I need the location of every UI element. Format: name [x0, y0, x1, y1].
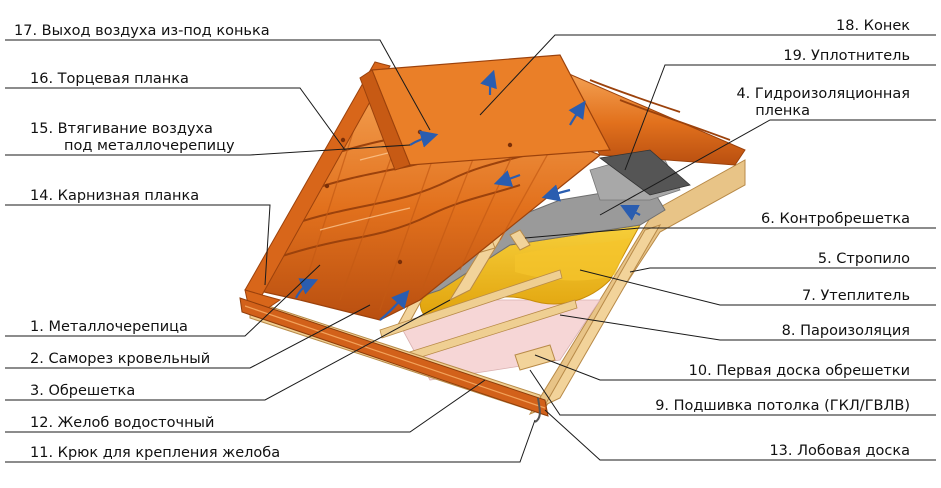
labels-left: 17. Выход воздуха из-под конька 16. Торц… — [14, 23, 280, 461]
roofing-screws — [324, 129, 513, 265]
label-13: 13. Лобовая доска — [769, 443, 910, 459]
label-4: 4. Гидроизоляционная — [736, 86, 910, 102]
label-12: 12. Желоб водосточный — [30, 415, 214, 431]
label-10: 10. Первая доска обрешетки — [689, 363, 910, 379]
label-17: 17. Выход воздуха из-под конька — [14, 23, 270, 39]
airflow-arrows — [295, 69, 641, 321]
label-4-cont: пленка — [755, 103, 810, 119]
roof-illustration — [239, 54, 746, 423]
label-9: 9. Подшивка потолка (ГКЛ/ГВЛВ) — [655, 398, 910, 414]
ridge-cap — [371, 54, 611, 166]
label-15-cont: под металлочерепицу — [64, 138, 235, 154]
labels-right: 18. Конек 19. Уплотнитель 4. Гидроизоляц… — [655, 18, 910, 459]
gutter — [239, 297, 549, 417]
label-16: 16. Торцевая планка — [30, 71, 189, 87]
label-11: 11. Крюк для крепления желоба — [30, 445, 280, 461]
leader-lines — [5, 34, 936, 463]
label-3: 3. Обрешетка — [30, 383, 135, 399]
rafter-side — [528, 159, 746, 416]
gutter-hook — [534, 397, 541, 423]
label-8: 8. Пароизоляция — [782, 323, 910, 339]
label-18: 18. Конек — [836, 18, 910, 34]
label-15: 15. Втягивание воздуха — [30, 121, 213, 137]
label-6: 6. Контробрешетка — [761, 211, 910, 227]
label-2: 2. Саморез кровельный — [30, 351, 210, 367]
label-7: 7. Утеплитель — [802, 288, 910, 304]
battens — [379, 269, 578, 364]
label-14: 14. Карнизная планка — [30, 188, 199, 204]
ridge-seal — [598, 149, 691, 196]
label-5: 5. Стропило — [818, 251, 910, 267]
label-19: 19. Уплотнитель — [783, 48, 910, 64]
label-1: 1. Металлочерепица — [30, 319, 188, 335]
